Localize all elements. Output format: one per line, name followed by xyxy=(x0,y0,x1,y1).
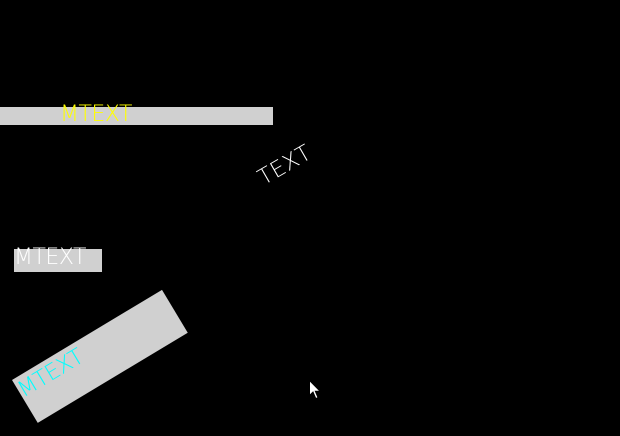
arrow-pointer-icon xyxy=(309,380,321,400)
arrow-pointer-shape xyxy=(309,380,321,400)
text-entity-label[interactable]: TEXT xyxy=(254,140,317,191)
mtext-background-band[interactable] xyxy=(0,107,273,125)
mtext-background-band[interactable] xyxy=(12,289,188,423)
mtext-background-band[interactable] xyxy=(14,249,102,272)
mtext-entity-label[interactable]: MTEXT xyxy=(14,245,86,270)
mtext-entity-label[interactable]: MTEXT xyxy=(60,102,132,127)
